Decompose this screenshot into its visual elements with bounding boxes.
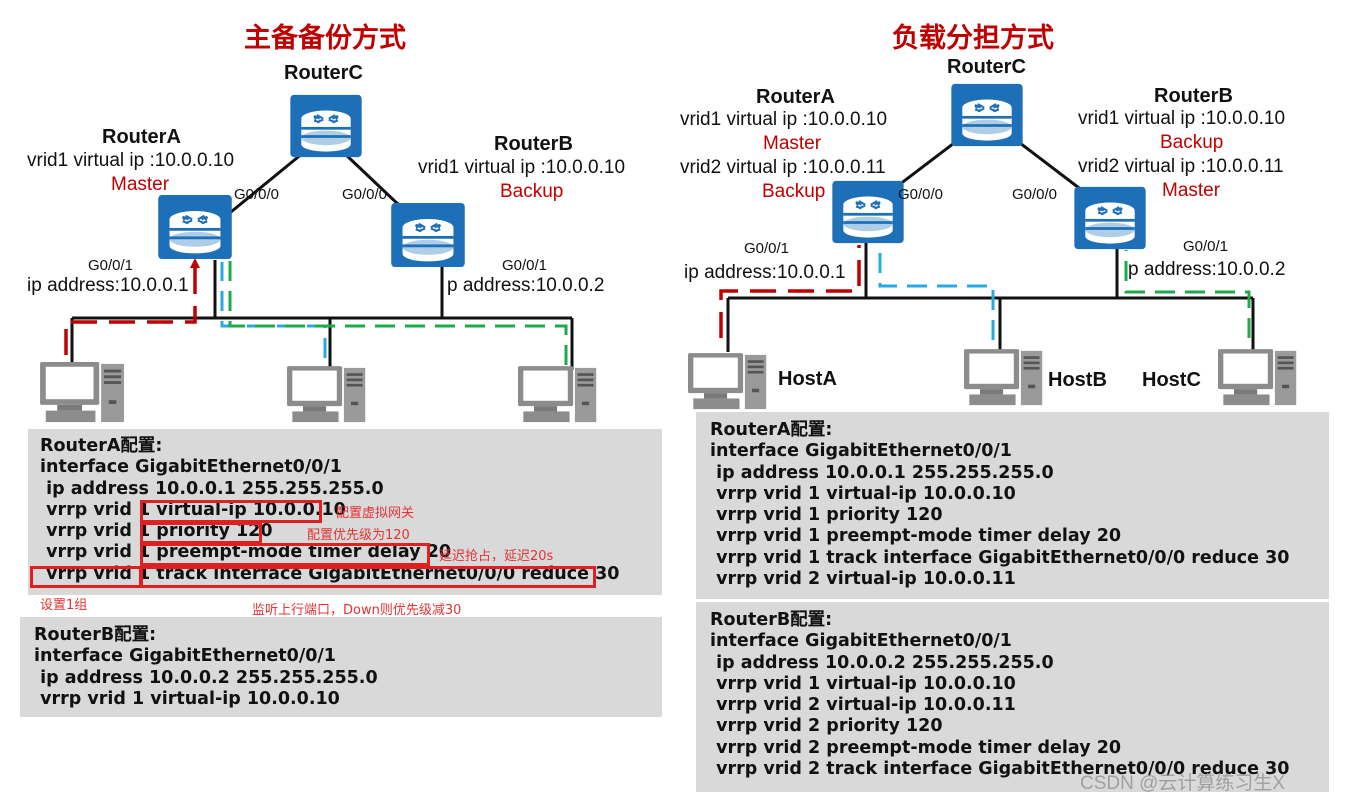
hostA-icon: [688, 353, 767, 410]
right-routerB-role1: Backup: [1160, 132, 1224, 153]
hostB-label: HostB: [1048, 369, 1107, 391]
config-line: vrrp vrid 2 priority 120: [710, 716, 943, 737]
highlight-preempt: [140, 543, 430, 566]
right-routerB-uplink-port: G0/0/0: [1012, 186, 1058, 203]
config-line: ip address 10.0.0.1 255.255.255.0: [40, 478, 384, 499]
right-routerA-role1: Master: [763, 133, 822, 154]
config-line: vrrp vrid 1 priority 120: [710, 505, 943, 526]
config-line: vrrp vrid 1 preempt-mode timer delay 20: [40, 542, 452, 563]
right-routerB-vip2: vrid2 virtual ip :10.0.0.11: [1078, 156, 1284, 177]
note-priority: 配置优先级为120: [307, 528, 410, 543]
left-routerA-role: Master: [111, 174, 170, 195]
hostB-icon: [964, 349, 1043, 406]
watermark: CSDN @云计算练习生X: [1080, 773, 1286, 794]
right-routerB-ip: p address:10.0.0.2: [1128, 259, 1286, 280]
config-line: interface GigabitEthernet0/0/1: [710, 441, 1012, 462]
highlight-track: [140, 566, 596, 588]
left-routerC-name: RouterC: [284, 62, 363, 84]
left-routerB-name: RouterB: [494, 133, 573, 155]
config-line: ip address 10.0.0.1 255.255.255.0: [710, 462, 1054, 483]
note-preempt: 延迟抢占，延迟20s: [439, 549, 554, 564]
routerB-left-icon: [390, 202, 466, 268]
right-routerA-vip2: vrid2 virtual ip :10.0.0.11: [680, 157, 886, 178]
note-track: 监听上行端口，Down则优先级减30: [252, 603, 462, 618]
left-title: 主备备份方式: [244, 23, 406, 54]
highlight-group: [30, 566, 142, 588]
left-routerA-downlink-port: G0/0/1: [88, 257, 134, 274]
highlight-priority: [140, 522, 262, 544]
left-routerA-uplink-port: G0/0/0: [234, 186, 280, 203]
right-routerB-role2: Master: [1162, 180, 1221, 201]
pc-left-2-icon: [287, 366, 366, 423]
highlight-vip: [140, 500, 322, 523]
right-title: 负载分担方式: [892, 23, 1054, 54]
config-line: vrrp vrid 2 virtual-ip 10.0.0.11: [710, 569, 1016, 590]
hostC-label: HostC: [1142, 369, 1201, 391]
routerB-right-icon: [1073, 186, 1147, 250]
left-routerA-vip: vrid1 virtual ip :10.0.0.10: [27, 150, 235, 171]
left-routerB-ip: p address:10.0.0.2: [447, 275, 605, 296]
right-configA-panel: RouterA配置:interface GigabitEthernet0/0/1…: [696, 412, 1329, 599]
left-routerA-ip: ip address:10.0.0.1: [27, 275, 189, 296]
right-routerB-downlink-port: G0/0/1: [1183, 238, 1229, 255]
right-routerA-uplink-port: G0/0/0: [898, 186, 944, 203]
config-line: vrrp vrid 2 preempt-mode timer delay 20: [710, 737, 1122, 758]
left-routerB-uplink-port: G0/0/0: [342, 186, 388, 203]
left-configB-text: RouterB配置:interface GigabitEthernet0/0/1…: [34, 625, 378, 710]
hostC-icon: [1218, 349, 1297, 406]
config-line: RouterA配置:: [40, 436, 163, 456]
right-configA-text: RouterA配置:interface GigabitEthernet0/0/1…: [710, 420, 1289, 590]
config-line: vrrp vrid 2 track interface GigabitEther…: [710, 759, 1290, 780]
left-routerB-role: Backup: [500, 181, 564, 202]
routerC-left-icon: [289, 94, 363, 158]
right-configB-panel: RouterB配置:interface GigabitEthernet0/0/1…: [696, 602, 1329, 792]
hostA-label: HostA: [778, 368, 837, 390]
note-vip: 配置虚拟网关: [336, 506, 415, 521]
config-line: vrrp vrid 1 virtual-ip 10.0.0.10: [34, 688, 340, 709]
config-line: ip address 10.0.0.2 255.255.255.0: [710, 652, 1054, 673]
left-routerB-vip: vrid1 virtual ip :10.0.0.10: [418, 157, 626, 178]
config-line: interface GigabitEthernet0/0/1: [710, 631, 1012, 652]
config-line: interface GigabitEthernet0/0/1: [34, 646, 336, 667]
config-line: vrrp vrid 1 virtual-ip 10.0.0.10: [40, 499, 346, 520]
pc-left-1-icon: [40, 362, 125, 423]
config-line: vrrp vrid 1 track interface GigabitEther…: [710, 547, 1290, 568]
right-routerB-vip1: vrid1 virtual ip :10.0.0.10: [1078, 108, 1286, 129]
right-routerA-role2: Backup: [762, 181, 826, 202]
right-configB-text: RouterB配置:interface GigabitEthernet0/0/1…: [710, 610, 1289, 780]
right-routerA-ip: ip address:10.0.0.1: [684, 262, 846, 283]
config-line: RouterA配置:: [710, 420, 833, 440]
config-line: interface GigabitEthernet0/0/1: [40, 457, 342, 478]
config-line: vrrp vrid 1 priority 120: [40, 521, 273, 542]
routerC-right-icon: [950, 83, 1024, 147]
note-group: 设置1组: [40, 598, 88, 613]
routerA-right-icon: [831, 180, 905, 244]
pc-left-3-icon: [518, 366, 597, 423]
routerA-left-icon: [157, 194, 233, 260]
right-routerA-vip1: vrid1 virtual ip :10.0.0.10: [680, 109, 888, 130]
right-routerA-name: RouterA: [756, 86, 835, 108]
config-line: vrrp vrid 2 virtual-ip 10.0.0.11: [710, 695, 1016, 716]
left-routerB-downlink-port: G0/0/1: [502, 257, 548, 274]
config-line: vrrp vrid 1 preempt-mode timer delay 20: [710, 526, 1122, 547]
config-line: RouterB配置:: [710, 610, 833, 630]
config-line: vrrp vrid 1 virtual-ip 10.0.0.10: [710, 483, 1016, 504]
config-line: ip address 10.0.0.2 255.255.255.0: [34, 667, 378, 688]
config-line: vrrp vrid 1 virtual-ip 10.0.0.10: [710, 673, 1016, 694]
left-routerA-name: RouterA: [102, 126, 181, 148]
right-routerB-name: RouterB: [1154, 85, 1233, 107]
config-line: RouterB配置:: [34, 625, 157, 645]
right-routerC-name: RouterC: [947, 56, 1026, 78]
left-configB-panel: RouterB配置:interface GigabitEthernet0/0/1…: [20, 617, 662, 717]
right-routerA-downlink-port: G0/0/1: [744, 240, 790, 257]
